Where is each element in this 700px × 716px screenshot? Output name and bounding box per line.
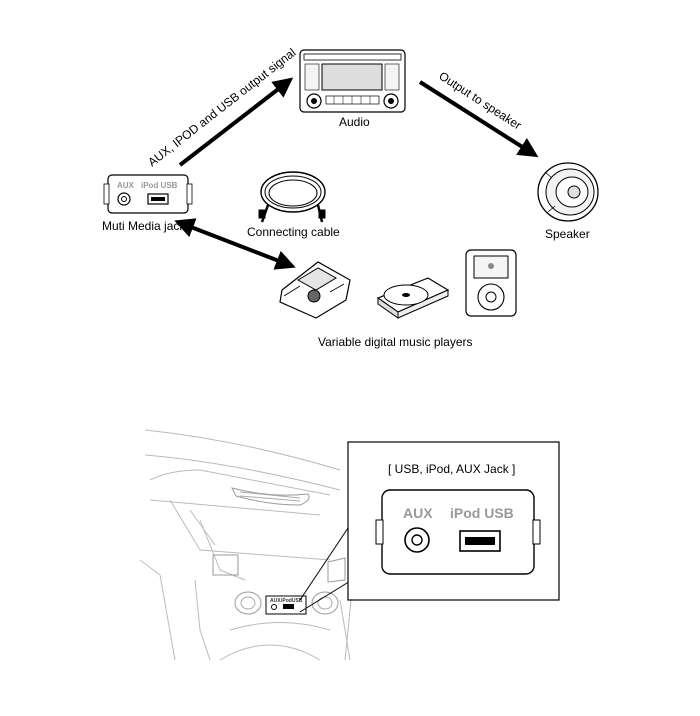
callout-title: [ USB, iPod, AUX Jack ] [388, 462, 516, 476]
cable-label: Connecting cable [247, 225, 340, 239]
callout-ipod-usb-text: iPod USB [450, 505, 514, 521]
audio-label: Audio [339, 115, 370, 129]
speaker-icon [537, 162, 599, 222]
cable-icon [258, 171, 326, 223]
input-signal-label: AUX, IPOD and USB output signal [145, 45, 298, 169]
multimedia-jack-icon: AUX iPod USB [103, 174, 193, 214]
mini-ipod-usb-text: iPodUSB [281, 598, 303, 604]
speaker-label: Speaker [545, 227, 590, 241]
mini-aux-text: AUX [270, 598, 281, 604]
mp3-player-icon [279, 261, 351, 319]
input-signal-arrow [178, 77, 294, 167]
ipod-icon [465, 249, 517, 317]
callout-aux-text: AUX [403, 505, 433, 521]
dashboard-jack-icon: AUX iPodUSB [265, 595, 307, 615]
jack-label: Muti Media jack [102, 219, 186, 233]
dashboard-illustration [139, 429, 356, 661]
audio-unit-icon [299, 49, 406, 113]
player-link-arrow [174, 218, 296, 270]
players-label: Variable digital music players [318, 335, 473, 349]
jack-aux-text: AUX [117, 181, 135, 190]
jack-ipod-usb-text: iPod USB [141, 181, 178, 190]
enlarged-jack-icon: AUX iPod USB [375, 489, 541, 575]
output-speaker-arrow [418, 80, 539, 158]
cd-player-icon [376, 277, 450, 319]
